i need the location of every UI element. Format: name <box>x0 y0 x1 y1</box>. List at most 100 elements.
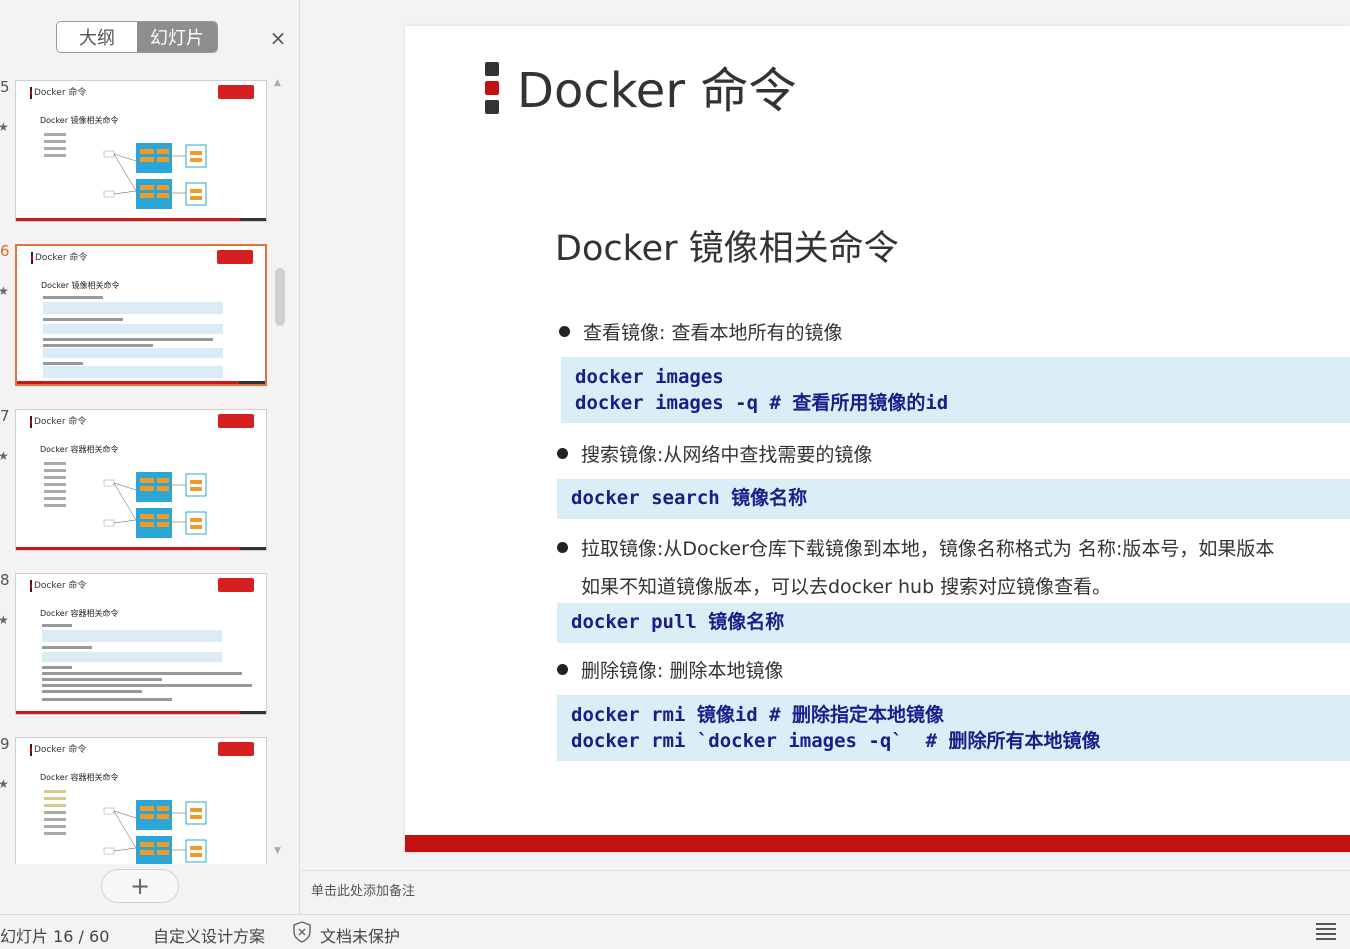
code-block[interactable]: docker images docker images -q # 查看所用镜像的… <box>561 357 1350 423</box>
code-block[interactable]: docker search 镜像名称 <box>557 479 1350 519</box>
title-marker-icon <box>30 416 32 428</box>
bullet-item[interactable]: 搜索镜像:从网络中查找需要的镜像 <box>557 440 873 467</box>
slide-number: 8 <box>0 571 10 589</box>
tab-slides[interactable]: 幻灯片 <box>137 22 217 52</box>
thumbnail-item[interactable]: 6 ★ Docker 命令 Docker 镜像相关命令 <box>0 234 270 386</box>
text-line <box>43 296 103 299</box>
slide-subtitle[interactable]: Docker 镜像相关命令 <box>555 229 899 269</box>
scroll-thumb[interactable] <box>275 268 285 326</box>
shield-x-icon <box>293 921 311 943</box>
title-marker-icon <box>30 744 32 756</box>
thumbnail-item[interactable]: 7 ★ Docker 命令 Docker 容器相关命令 <box>0 399 270 551</box>
text-line <box>42 698 172 701</box>
thumbnail-scrollbar[interactable]: ▲ ▼ <box>274 78 286 856</box>
slide-number: 9 <box>0 735 10 753</box>
bullet-text: 删除镜像: 删除本地镜像 <box>581 660 784 682</box>
thumbnail-title: Docker 命令 <box>34 88 87 98</box>
text-line <box>43 362 83 365</box>
bullet-item[interactable]: 删除镜像: 删除本地镜像 <box>557 656 784 683</box>
star-icon: ★ <box>0 449 9 463</box>
thumbnail-footer <box>17 381 265 384</box>
notes-placeholder[interactable]: 单击此处添加备注 <box>311 884 416 899</box>
thumbnail-title: Docker 命令 <box>34 745 87 755</box>
bullet-text: 拉取镜像:从Docker仓库下载镜像到本地，镜像名称格式为 名称:版本号，如果版… <box>581 538 1275 560</box>
slide-counter: 幻灯片 16 / 60 <box>0 927 110 946</box>
code-block <box>43 366 223 378</box>
text-line <box>42 672 242 675</box>
add-slide-button[interactable]: + <box>101 869 179 903</box>
thumbnail-list: 5 ★ Docker 命令 Docker 镜像相关命令 <box>0 70 270 864</box>
tab-outline[interactable]: 大纲 <box>57 22 137 52</box>
brand-logo <box>218 414 254 428</box>
thumbnail-preview[interactable]: Docker 命令 Docker 镜像相关命令 <box>15 80 267 222</box>
code-block <box>43 324 223 334</box>
brand-logo <box>218 742 254 756</box>
notes-pane[interactable]: 单击此处添加备注 <box>301 870 1350 914</box>
text-line <box>42 646 92 649</box>
thumbnail-item[interactable]: 5 ★ Docker 命令 Docker 镜像相关命令 <box>0 70 270 222</box>
star-icon: ★ <box>0 777 9 791</box>
text-line <box>42 624 72 627</box>
bullet-dot-icon <box>557 542 568 553</box>
bullet-text-continued[interactable]: 如果不知道镜像版本，可以去docker hub 搜索对应镜像查看。 <box>581 576 1112 598</box>
bullet-item[interactable]: 查看镜像: 查看本地所有的镜像 <box>559 318 842 345</box>
thumbnail-subtitle: Docker 容器相关命令 <box>40 445 119 454</box>
thumbnail-subtitle: Docker 容器相关命令 <box>40 773 119 782</box>
star-icon: ★ <box>0 120 9 134</box>
bullet-item[interactable]: 拉取镜像:从Docker仓库下载镜像到本地，镜像名称格式为 名称:版本号，如果版… <box>557 534 1275 561</box>
thumbnail-footer <box>16 547 266 550</box>
view-toggle: 大纲 幻灯片 <box>56 21 218 53</box>
text-line <box>42 684 252 687</box>
status-bar: 幻灯片 16 / 60 自定义设计方案 文档未保护 <box>0 914 1350 949</box>
notes-menu-icon[interactable] <box>1316 923 1338 941</box>
title-marker-icon <box>30 87 32 99</box>
code-block <box>42 652 222 662</box>
thumbnail-subtitle: Docker 镜像相关命令 <box>41 281 120 290</box>
thumbnail-lines <box>44 790 66 839</box>
text-line <box>42 690 142 693</box>
bullet-dot-icon <box>557 664 568 675</box>
slide-canvas[interactable]: Docker 命令 Docker 镜像相关命令 查看镜像: 查看本地所有的镜像 … <box>405 26 1350 852</box>
code-block[interactable]: docker rmi 镜像id # 删除指定本地镜像 docker rmi `d… <box>557 695 1350 761</box>
scroll-up-icon[interactable]: ▲ <box>274 78 281 88</box>
slide-number: 7 <box>0 407 10 425</box>
protection-status[interactable]: 文档未保护 <box>320 927 401 946</box>
docker-diagram <box>103 143 207 209</box>
text-line <box>42 666 72 669</box>
thumbnail-lines <box>44 133 66 161</box>
slide-title[interactable]: Docker 命令 <box>517 63 797 119</box>
bullet-text: 搜索镜像:从网络中查找需要的镜像 <box>581 444 873 466</box>
thumbnail-preview-active[interactable]: Docker 命令 Docker 镜像相关命令 <box>15 244 267 386</box>
text-line <box>43 344 153 347</box>
title-marker-icon <box>30 580 32 592</box>
design-scheme[interactable]: 自定义设计方案 <box>153 927 266 946</box>
text-line <box>42 678 162 681</box>
slide-number: 6 <box>0 242 10 260</box>
thumbnail-subtitle: Docker 镜像相关命令 <box>40 116 119 125</box>
bullet-dot-icon <box>557 448 568 459</box>
thumbnail-subtitle: Docker 容器相关命令 <box>40 609 119 618</box>
code-block[interactable]: docker pull 镜像名称 <box>557 603 1350 643</box>
thumbnail-item[interactable]: 9 ★ Docker 命令 Docker 容器相关命令 <box>0 727 270 864</box>
slide-panel: 大纲 幻灯片 × 5 ★ Docker 命令 Docker 镜像相关命令 <box>0 0 300 914</box>
thumbnail-preview[interactable]: Docker 命令 Docker 容器相关命令 <box>15 573 267 715</box>
thumbnail-title: Docker 命令 <box>35 253 88 263</box>
thumbnail-item[interactable]: 8 ★ Docker 命令 Docker 容器相关命令 <box>0 563 270 715</box>
bullet-dot-icon <box>559 326 570 337</box>
scroll-down-icon[interactable]: ▼ <box>274 846 281 856</box>
slide-footer-bar <box>405 835 1350 852</box>
thumbnail-title: Docker 命令 <box>34 417 87 427</box>
brand-logo <box>217 250 253 264</box>
title-marker-icon <box>31 252 33 264</box>
code-block <box>43 302 223 314</box>
slide-number: 5 <box>0 78 10 96</box>
thumbnail-preview[interactable]: Docker 命令 Docker 容器相关命令 <box>15 409 267 551</box>
star-icon: ★ <box>0 613 9 627</box>
close-panel-icon[interactable]: × <box>269 26 287 50</box>
code-block <box>43 348 223 358</box>
thumbnail-title: Docker 命令 <box>34 581 87 591</box>
thumbnail-preview[interactable]: Docker 命令 Docker 容器相关命令 <box>15 737 267 864</box>
docker-diagram <box>103 472 207 538</box>
brand-logo <box>218 85 254 99</box>
brand-logo <box>218 578 254 592</box>
